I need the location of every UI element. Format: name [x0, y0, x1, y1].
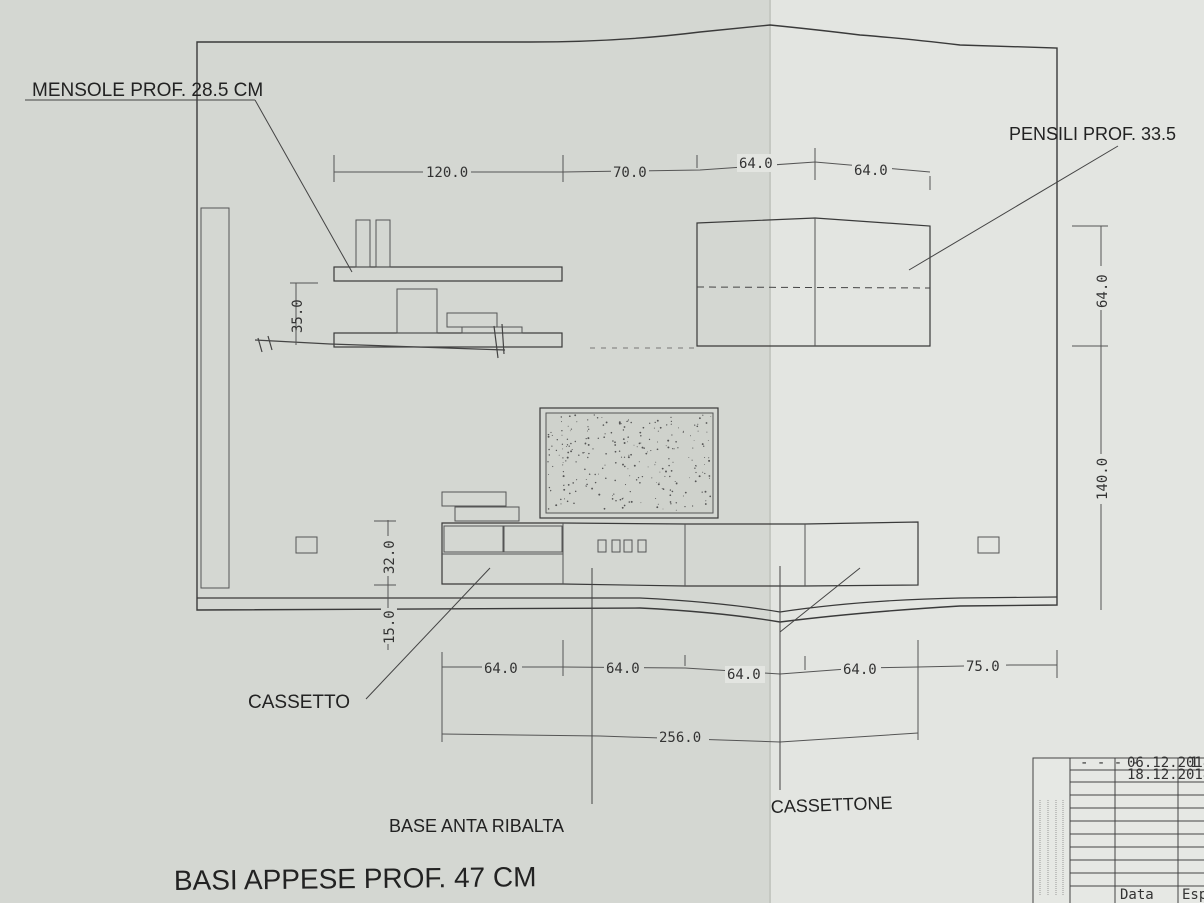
dim-top-64-a: 64.0 — [739, 156, 773, 172]
dim-top-120: 120.0 — [426, 165, 468, 181]
label-pensili: PENSILI PROF. 33.5 — [1009, 124, 1176, 144]
label-cassetto: CASSETTO — [248, 692, 350, 713]
title-date-1: 06.12.2018 — [1127, 755, 1204, 771]
tall-side-panel — [200, 207, 230, 589]
dim-bottom-64-d: 64.0 — [843, 662, 877, 678]
tv-texture — [547, 414, 712, 511]
label-basi-appese: BASI APPESE PROF. 47 CM — [174, 861, 537, 896]
dim-bottom-75: 75.0 — [966, 659, 1000, 675]
dim-floor-15: 15.0 — [382, 610, 398, 644]
title-date-2: 18.12.2018 — [1127, 767, 1204, 783]
dim-top-70: 70.0 — [613, 165, 647, 181]
tv-screen — [539, 407, 719, 519]
title-block — [1032, 757, 1204, 903]
dim-bottom-64-b: 64.0 — [606, 661, 640, 677]
dim-bottom-64-c: 64.0 — [727, 667, 761, 683]
label-mensole: MENSOLE PROF. 28.5 CM — [32, 80, 263, 101]
dim-total-256: 256.0 — [659, 730, 701, 746]
title-dash: - - - - — [1080, 755, 1139, 771]
wall-cabinets — [696, 217, 931, 347]
dim-right-64: 64.0 — [1095, 274, 1111, 308]
title-num: 1 — [1190, 755, 1198, 771]
dim-base-32: 32.0 — [382, 540, 398, 574]
wall-outline — [196, 24, 1058, 623]
dim-shelf-35: 35.0 — [290, 299, 306, 333]
paper-right-panel — [770, 0, 1204, 903]
decor-boxes — [441, 491, 520, 522]
label-cassettone: CASSETTONE — [770, 793, 892, 817]
label-base-anta-ribalta: BASE ANTA RIBALTA — [389, 816, 564, 836]
wall-socket-right — [977, 536, 1000, 554]
dim-top-64-b: 64.0 — [854, 163, 888, 179]
shelf-gap-dimension — [290, 282, 318, 345]
leader-lines — [25, 99, 1119, 804]
dim-right-140: 140.0 — [1095, 458, 1111, 500]
base-units — [441, 521, 919, 587]
title-col-esp: Esp — [1182, 887, 1204, 903]
dim-bottom-64-a: 64.0 — [484, 661, 518, 677]
title-col-date: Data — [1120, 887, 1154, 903]
wall-socket-left — [295, 536, 318, 554]
wall-shelves — [254, 219, 563, 359]
